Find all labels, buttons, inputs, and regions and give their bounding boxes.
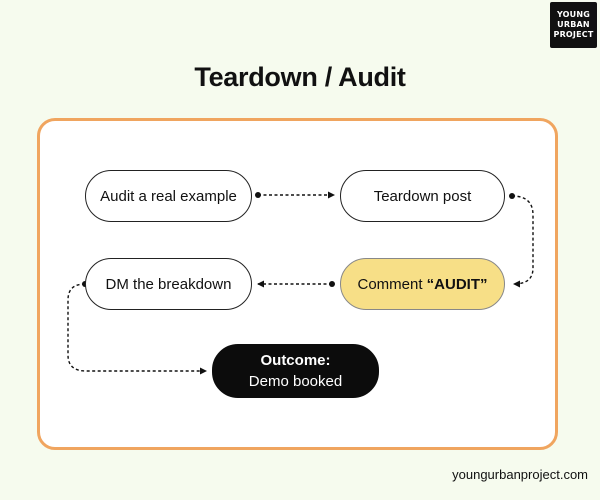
logo-line-2: URBAN: [557, 20, 590, 29]
footer-url: youngurbanproject.com: [452, 467, 588, 482]
node-comment-audit: Comment “AUDIT”: [340, 258, 505, 310]
brand-logo: YOUNG URBAN PROJECT: [550, 2, 597, 48]
node-teardown-post-label: Teardown post: [373, 187, 472, 205]
node-outcome-label: Outcome:: [260, 352, 331, 369]
node-teardown-post: Teardown post: [340, 170, 505, 222]
node-outcome-value: Demo booked: [248, 373, 343, 390]
node-comment-keyword: “AUDIT”: [426, 275, 488, 293]
logo-line-3: PROJECT: [553, 30, 594, 39]
page-title: Teardown / Audit: [194, 62, 406, 92]
node-comment-prefix: Comment: [357, 275, 427, 293]
node-dm-breakdown: DM the breakdown: [85, 258, 252, 310]
node-outcome: Outcome: Demo booked: [212, 344, 379, 398]
node-audit-example-label: Audit a real example: [100, 187, 237, 205]
node-dm-breakdown-label: DM the breakdown: [105, 275, 232, 293]
logo-line-1: YOUNG: [556, 10, 591, 19]
node-audit-example: Audit a real example: [85, 170, 252, 222]
